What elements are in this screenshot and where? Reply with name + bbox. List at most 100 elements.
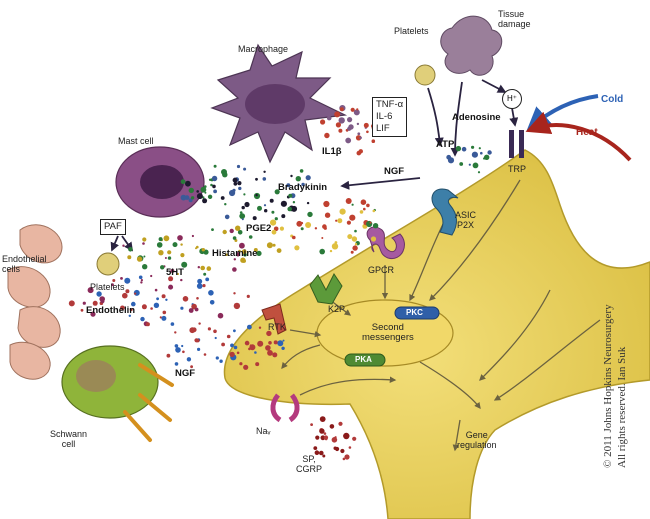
mediator-particle	[319, 450, 324, 456]
mediator-particle	[205, 277, 210, 282]
mediator-particle	[326, 115, 332, 121]
mediator-particle	[271, 210, 275, 214]
mediator-particle	[357, 132, 361, 136]
mediator-particle	[238, 249, 241, 253]
paf-box: PAF	[100, 219, 126, 235]
mediator-particle	[120, 305, 125, 311]
mediator-particle	[255, 362, 260, 367]
mediator-particle	[213, 164, 217, 168]
label-trp: TRP	[508, 164, 526, 174]
mediator-particle	[209, 300, 215, 305]
mediator-particle	[128, 247, 133, 252]
cytokine-box: TNF-α IL-6 LIF	[372, 97, 408, 137]
mediator-particle	[182, 350, 185, 354]
mediator-particle	[166, 353, 171, 358]
mediator-particle	[150, 307, 153, 310]
mediator-particle	[338, 128, 343, 133]
mediator-particle	[338, 117, 345, 124]
mediator-particle	[366, 130, 369, 134]
mediator-particle	[233, 302, 241, 310]
mediator-particle	[319, 248, 326, 255]
mediator-particle	[314, 227, 318, 230]
mediator-particle	[272, 243, 276, 247]
mediator-particle	[238, 186, 242, 191]
mediator-particle	[229, 228, 234, 234]
mediator-particle	[186, 357, 192, 362]
mediator-particle	[197, 266, 200, 269]
mediator-particle	[180, 194, 187, 201]
mediator-particle	[310, 423, 313, 426]
mediator-particle	[344, 454, 350, 460]
mediator-particle	[472, 162, 479, 169]
mediator-particle	[315, 435, 320, 440]
k2p-receptor	[309, 273, 343, 305]
mediator-particle	[339, 208, 346, 215]
mediator-particle	[82, 301, 86, 305]
mediator-particle	[320, 119, 326, 125]
label-macrophage: Macrophage	[238, 44, 289, 54]
mediator-particle	[349, 214, 356, 221]
mediator-particle	[188, 308, 194, 313]
mediator-particle	[203, 272, 207, 276]
mediator-particle	[366, 220, 373, 228]
mediator-particle	[159, 316, 162, 319]
mediator-particle	[345, 137, 352, 144]
mediator-particle	[321, 237, 324, 239]
arrow-sm-right-2	[493, 319, 601, 401]
mediator-particle	[359, 136, 362, 140]
mediator-particle	[239, 362, 243, 366]
mediator-particle	[200, 186, 207, 193]
mediator-particle	[292, 201, 296, 204]
mediator-particle	[237, 181, 242, 186]
mediator-particle	[339, 107, 344, 112]
mediator-particle	[243, 167, 247, 171]
arrow-nav-loop	[299, 376, 397, 396]
mediator-particle	[232, 177, 238, 183]
mediator-particle	[270, 219, 277, 226]
mediator-particle	[68, 300, 75, 307]
mediator-particle	[480, 151, 483, 155]
mediator-particle	[241, 249, 247, 255]
mediator-particle	[268, 341, 272, 345]
mediator-particle	[244, 340, 250, 346]
label-platelets-left: Platelets	[90, 282, 125, 292]
mediator-particle	[290, 174, 293, 178]
mediator-particle	[145, 322, 150, 327]
mediator-particle	[128, 314, 131, 317]
mediator-particle	[237, 230, 243, 235]
mediator-particle	[269, 198, 274, 203]
mediator-particle	[92, 300, 98, 306]
mediator-particle	[356, 122, 360, 126]
mediator-particle	[180, 253, 185, 258]
mediator-particle	[370, 236, 377, 242]
mediator-particle	[340, 448, 345, 454]
label-pka: PKA	[355, 355, 372, 364]
mediator-particle	[222, 229, 227, 235]
mediator-particle	[255, 193, 258, 197]
mediator-particle	[207, 194, 213, 199]
mediator-particle	[122, 244, 125, 247]
tissue-damage-blob	[440, 15, 503, 76]
mediator-particle	[307, 211, 313, 218]
mediator-particle	[160, 265, 165, 270]
mediator-particle	[138, 275, 143, 280]
mediator-particle	[273, 340, 278, 345]
label-endothelial-cells: Endothelial cells	[2, 254, 47, 274]
mediator-particle	[322, 454, 326, 458]
mediator-particle	[329, 424, 335, 429]
gpcr-receptor	[366, 226, 405, 260]
mediator-particle	[446, 154, 452, 160]
label-endothelin: Endothelin	[86, 305, 136, 316]
mediator-particle	[351, 236, 358, 242]
mediator-particle	[296, 220, 303, 227]
arrow-asic-internal	[409, 219, 446, 302]
mediator-particle	[297, 183, 300, 186]
platelet-top	[414, 64, 436, 86]
mediator-particle	[235, 252, 241, 257]
mediator-particle	[314, 450, 320, 456]
mediator-particle	[180, 179, 186, 185]
mediator-particle	[165, 298, 168, 301]
mediator-particle	[208, 178, 212, 181]
mediator-particle	[323, 435, 329, 440]
mediator-particle	[248, 235, 253, 239]
